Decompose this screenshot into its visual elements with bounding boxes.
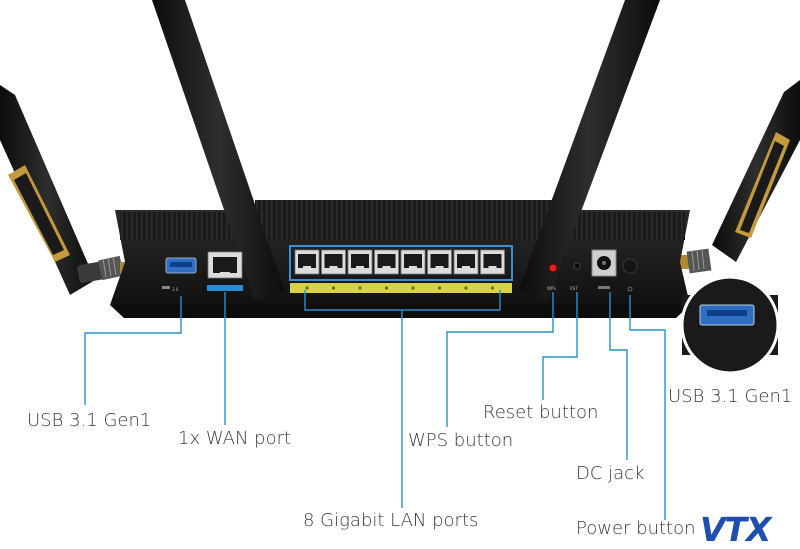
antenna-connector-right — [678, 248, 712, 274]
label-lan: 8 Gigabit LAN ports — [303, 510, 479, 531]
lan-port — [453, 249, 479, 275]
lan-led — [331, 286, 336, 290]
label-usb-right: USB 3.1 Gen1 — [668, 386, 793, 407]
vtx-logo: VTX — [700, 510, 796, 549]
wps-mark: WPS — [547, 286, 556, 291]
power-button — [622, 258, 638, 292]
lan-led — [358, 286, 362, 290]
usb-port-left: 3.0 — [162, 257, 197, 292]
lan-port — [427, 249, 452, 275]
wan-port — [207, 251, 243, 291]
callout-power — [629, 295, 666, 520]
dc-jack — [591, 249, 617, 289]
led-strip — [290, 283, 512, 293]
lan-port — [294, 249, 320, 275]
lan-led — [411, 286, 415, 290]
lan-port — [400, 249, 426, 275]
label-reset: Reset button — [483, 402, 599, 423]
usb-mark: 3.0 — [172, 287, 179, 292]
antenna-top-left — [152, 0, 285, 300]
lan-port — [480, 249, 505, 275]
lan-port — [374, 249, 399, 275]
callout-wps — [446, 292, 554, 427]
label-dc: DC jack — [576, 463, 645, 484]
callout-reset — [542, 292, 578, 400]
lan-led — [437, 286, 442, 290]
lan-port-block — [289, 245, 513, 293]
reset-button: RST — [570, 262, 581, 291]
lan-led — [384, 286, 389, 290]
reset-mark: RST — [570, 286, 578, 291]
antenna-right-outer — [678, 80, 800, 274]
lan-led — [490, 286, 495, 290]
lan-port — [321, 249, 346, 275]
lan-port — [347, 249, 373, 275]
antenna-left-outer — [0, 85, 130, 295]
label-power: Power button — [576, 518, 696, 539]
lan-led — [464, 286, 468, 290]
lan-led — [305, 286, 309, 290]
callout-lines — [84, 290, 666, 520]
label-usb-left: USB 3.1 Gen1 — [27, 410, 152, 431]
wps-button: WPS — [547, 263, 558, 291]
callout-usb-left — [84, 296, 182, 405]
label-wps: WPS button — [408, 430, 514, 451]
antenna-top-right — [518, 0, 660, 300]
callout-dc — [609, 292, 628, 460]
logo-text: VTX — [700, 510, 771, 549]
label-wan: 1x WAN port — [178, 428, 292, 449]
usb-zoom-inset — [680, 275, 780, 375]
